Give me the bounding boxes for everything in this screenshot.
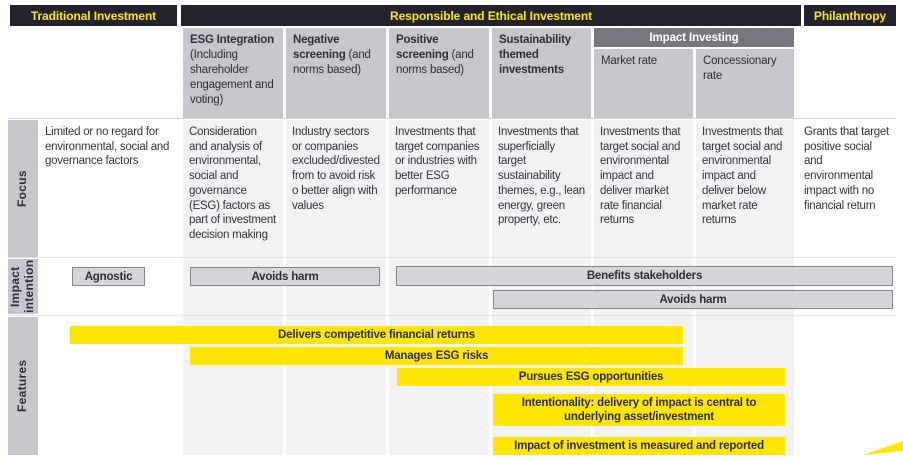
feature-bar-pursues-esg-opportunities: Pursues ESG opportunities bbox=[397, 368, 785, 386]
row-label-features: Features bbox=[8, 317, 38, 455]
column-background-negative-screening bbox=[286, 120, 386, 455]
column-header-negative-screening: Negative screening (and norms based) bbox=[286, 28, 386, 118]
row-label-text: Focus bbox=[15, 170, 30, 207]
category-label: Traditional Investment bbox=[30, 8, 157, 23]
feature-bar-label: Intentionality: delivery of impact is ce… bbox=[521, 396, 757, 423]
row-label-text: Features bbox=[15, 359, 30, 413]
feature-bar-intentionality: Intentionality: delivery of impact is ce… bbox=[493, 394, 785, 426]
feature-bar-impact-measured: Impact of investment is measured and rep… bbox=[493, 437, 785, 455]
row-label-text: Impact intention bbox=[8, 259, 36, 314]
intention-box-label: Benefits stakeholders bbox=[586, 270, 703, 282]
column-header-sustainability-themed: Sustainability themed investments bbox=[492, 28, 591, 118]
column-header-bold: Negative screening bbox=[293, 34, 346, 61]
separator-intention-features bbox=[8, 315, 896, 316]
focus-cell-sustainability: Investments that superficially target su… bbox=[498, 126, 585, 227]
focus-cell-traditional: Limited or no regard for environmental, … bbox=[45, 126, 170, 168]
intention-box-label: Agnostic bbox=[84, 270, 133, 283]
category-bar-traditional-investment: Traditional Investment bbox=[10, 5, 177, 26]
focus-cell-concessionary-rate: Investments that target social and envir… bbox=[702, 126, 783, 227]
feature-bar-manages-esg-risks: Manages ESG risks bbox=[190, 347, 683, 365]
feature-bar-label: Pursues ESG opportunities bbox=[518, 370, 664, 383]
column-header-positive-screening: Positive screening (and norms based) bbox=[389, 28, 489, 118]
column-header-rest: (and norms based) bbox=[396, 48, 474, 76]
column-header-bold: ESG Integration bbox=[190, 34, 274, 46]
intention-box-avoids-harm-1: Avoids harm bbox=[190, 267, 380, 286]
group-header-impact-investing: Impact Investing bbox=[594, 28, 794, 47]
category-bar-philanthropy: Philanthropy bbox=[804, 5, 896, 26]
focus-cell-market-rate: Investments that target social and envir… bbox=[600, 126, 681, 227]
column-header-label: Market rate bbox=[601, 55, 657, 67]
intention-box-avoids-harm-2: Avoids harm bbox=[493, 290, 893, 309]
row-label-focus: Focus bbox=[8, 120, 38, 257]
feature-bar-label: Impact of investment is measured and rep… bbox=[514, 439, 764, 452]
intention-box-agnostic: Agnostic bbox=[72, 267, 145, 286]
focus-cell-negative-screening: Industry sectors or companies excluded/d… bbox=[292, 126, 380, 212]
column-header-market-rate: Market rate bbox=[594, 49, 693, 118]
row-label-impact-intention: Impact intention bbox=[8, 259, 38, 314]
column-background-esg-integration bbox=[183, 120, 283, 455]
column-header-concessionary-rate: Concessionary rate bbox=[696, 49, 794, 118]
feature-bar-label: Manages ESG risks bbox=[384, 349, 489, 362]
focus-cell-esg-integration: Consideration and analysis of environmen… bbox=[189, 126, 276, 242]
category-label: Philanthropy bbox=[813, 8, 887, 23]
column-background-positive-screening bbox=[389, 120, 489, 455]
separator-header-focus bbox=[8, 118, 896, 119]
intention-box-label: Avoids harm bbox=[659, 293, 727, 306]
column-header-bold: Sustainability themed investments bbox=[499, 34, 571, 76]
category-label: Responsible and Ethical Investment bbox=[390, 8, 592, 23]
column-header-esg-integration: ESG Integration (Including shareholder e… bbox=[183, 28, 283, 118]
category-bar-responsible-ethical-investment: Responsible and Ethical Investment bbox=[181, 5, 801, 26]
group-header-label: Impact Investing bbox=[649, 31, 739, 44]
column-header-rest: (and norms based) bbox=[293, 48, 371, 76]
ey-beam-graphic bbox=[863, 441, 903, 455]
focus-cell-positive-screening: Investments that target companies or ind… bbox=[395, 126, 480, 197]
intention-box-label: Avoids harm bbox=[251, 270, 319, 283]
intention-box-benefits-stakeholders: Benefits stakeholders bbox=[396, 266, 893, 286]
focus-cell-philanthropy: Grants that target positive social and e… bbox=[804, 126, 889, 212]
column-header-label: Concessionary rate bbox=[703, 55, 777, 82]
separator-focus-intention bbox=[8, 257, 896, 258]
column-header-bold: Positive screening bbox=[396, 34, 449, 61]
column-header-rest: (Including shareholder engagement and vo… bbox=[190, 48, 274, 106]
feature-bar-competitive-returns: Delivers competitive financial returns bbox=[70, 326, 683, 344]
feature-bar-label: Delivers competitive financial returns bbox=[278, 328, 475, 341]
